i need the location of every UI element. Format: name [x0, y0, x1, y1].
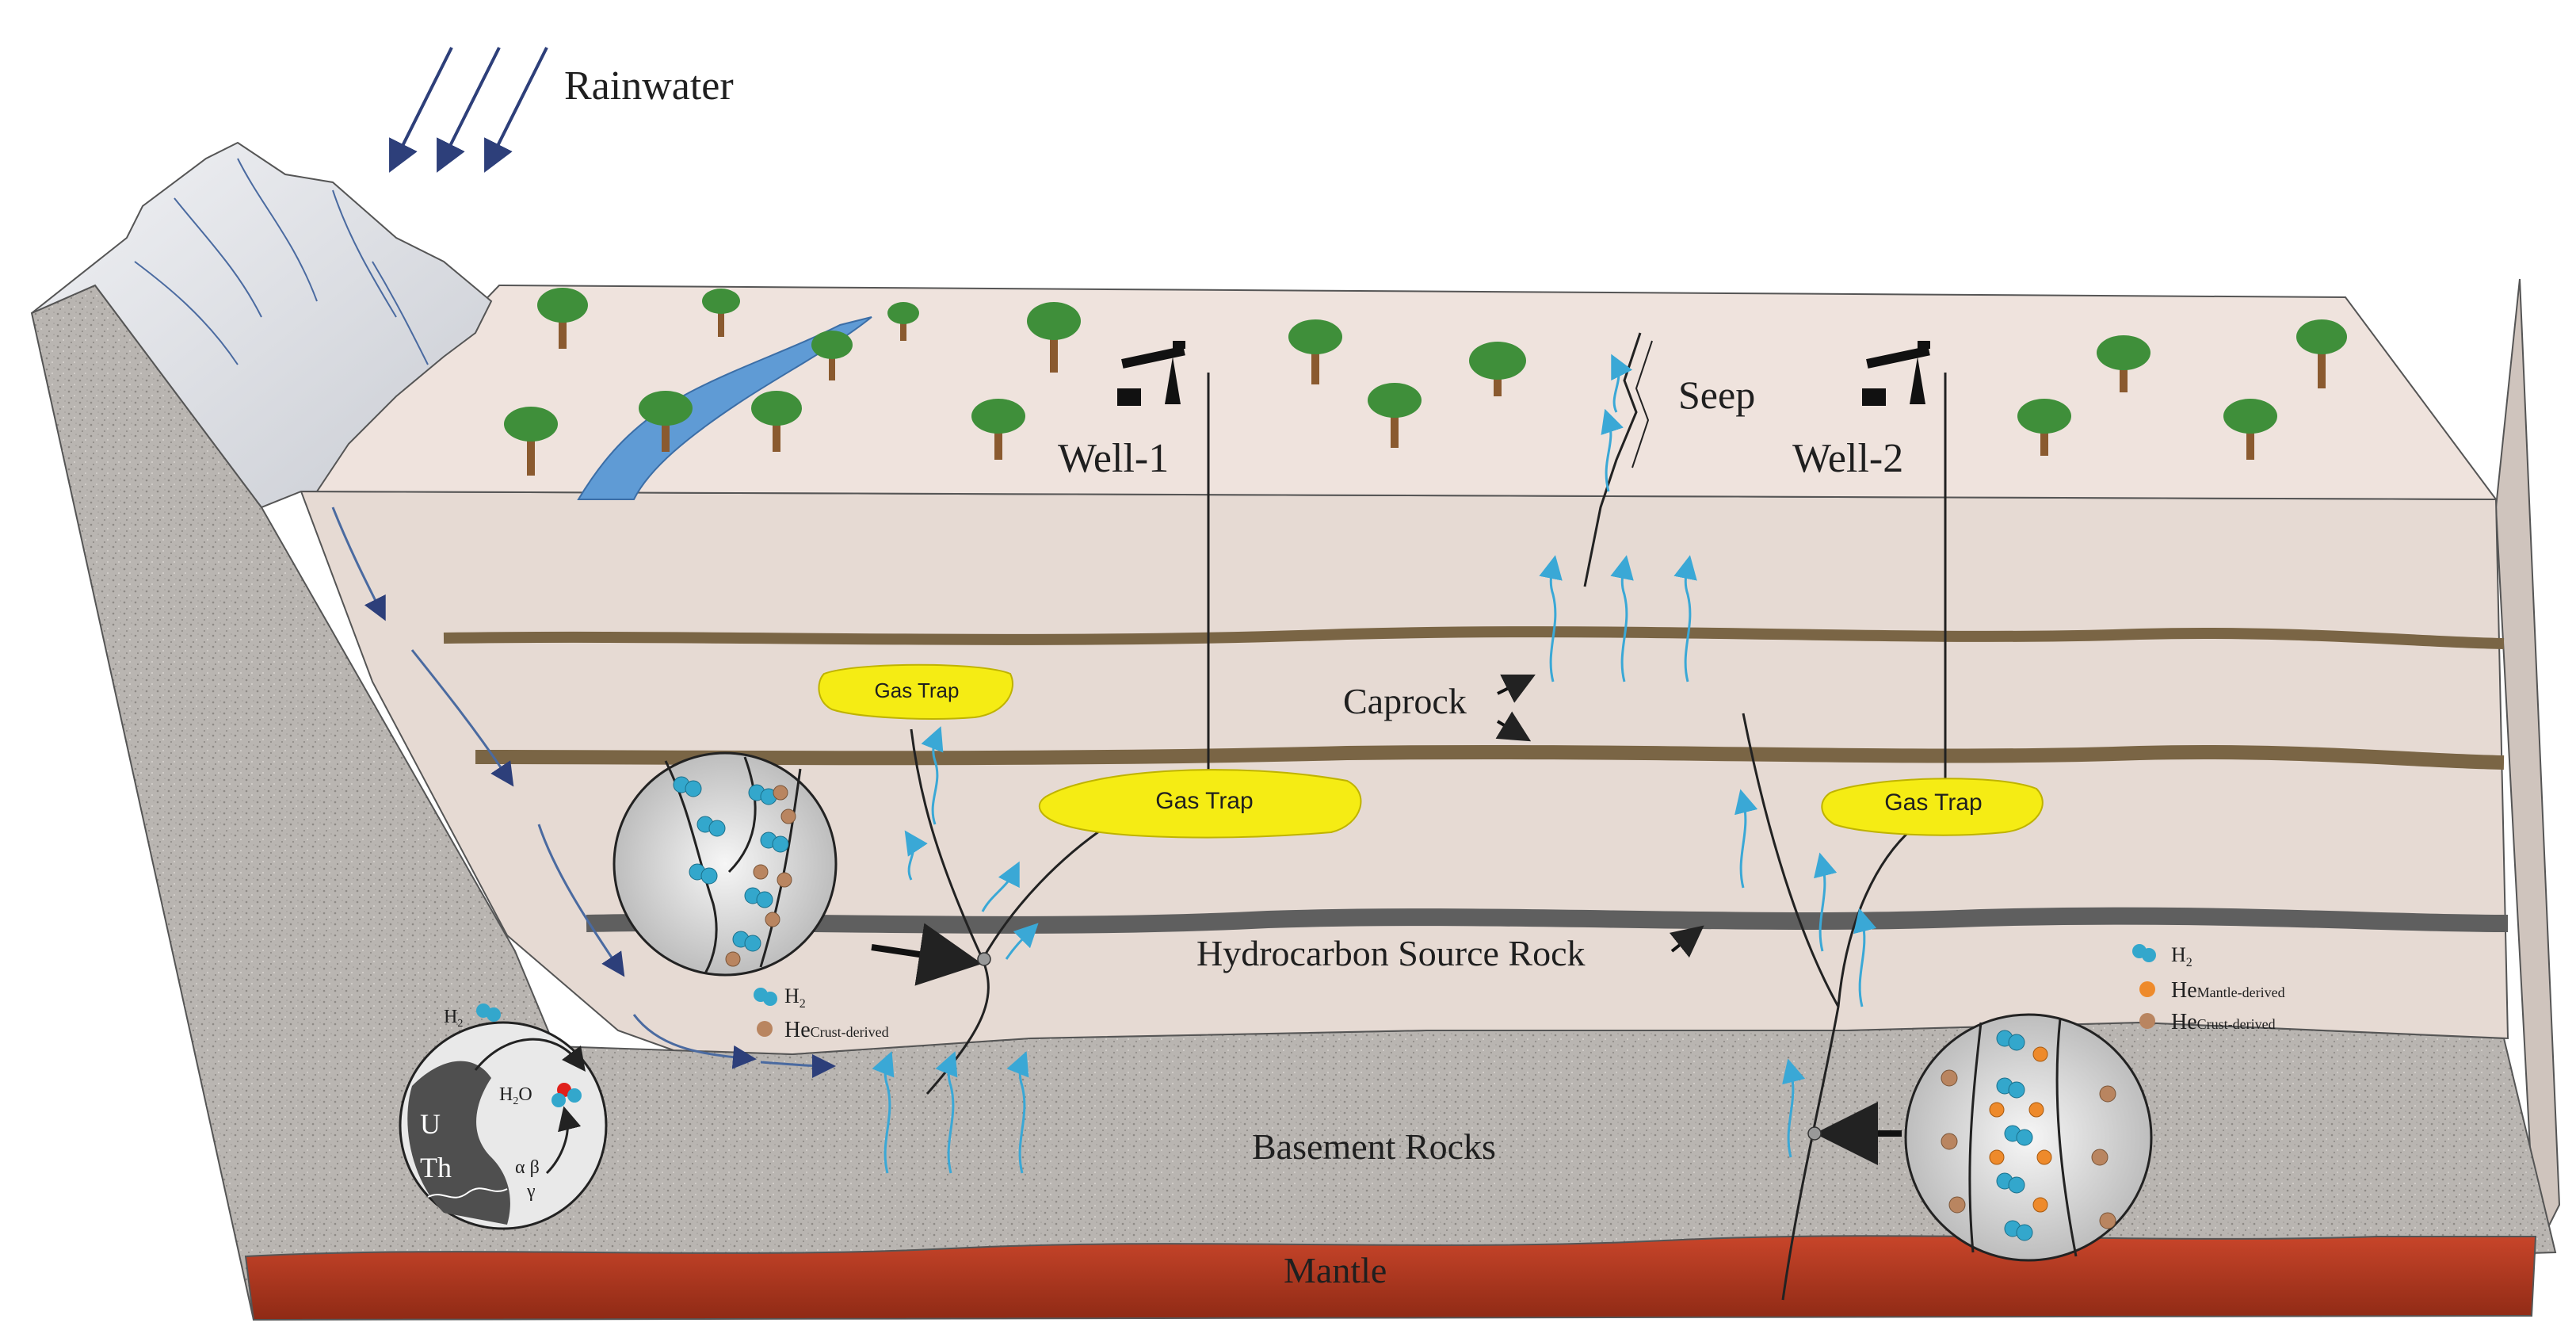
- legend-right: [2132, 944, 2156, 1029]
- seep-fracture-2: [1631, 340, 1653, 468]
- caprock-band-lower: [475, 744, 2505, 770]
- label-rainwater: Rainwater: [564, 63, 734, 109]
- rain-arrow-icon: [389, 47, 548, 173]
- legend-left-h2: H2: [784, 984, 806, 1011]
- radiolysis-gamma: γ: [526, 1181, 536, 1202]
- label-hydrocarbon-source-rock: Hydrocarbon Source Rock: [1196, 933, 1586, 973]
- label-mantle: Mantle: [1284, 1250, 1387, 1290]
- fault-right-branch: [1837, 823, 1918, 1007]
- helium-crust-icon: [1941, 1069, 2116, 1229]
- legend-right-he-mantle: HeMantle-derived: [2171, 978, 2285, 1003]
- caprock-band-upper: [443, 626, 2505, 649]
- label-gas-trap-right: Gas Trap: [1884, 789, 1982, 816]
- h2-molecule-icon: [673, 776, 789, 952]
- helium-mantle-icon: [1989, 1046, 2052, 1213]
- pumpjack-icon: [1117, 341, 1930, 406]
- caprock-pointer-arrows: [1495, 675, 1704, 958]
- groundwater-flow-arrows: [331, 507, 836, 1078]
- mountain-drainage: [134, 158, 429, 365]
- label-gas-trap-center: Gas Trap: [1155, 788, 1253, 814]
- legend-left-he: HeCrust-derived: [784, 1018, 889, 1042]
- radiolysis-inset: [399, 1004, 608, 1230]
- legend-right-he-crust: HeCrust-derived: [2171, 1010, 2276, 1034]
- helium-atom-icon: [725, 785, 796, 967]
- fault-junction-point-left: [977, 952, 991, 966]
- legend-left: [754, 988, 777, 1037]
- fault-junction-point-right: [1807, 1126, 1822, 1141]
- tree-icon: [504, 288, 2347, 476]
- migration-arrow-icon: [872, 354, 1877, 1174]
- gas-trap-center: [1038, 769, 1362, 839]
- radiolysis-h2: H2: [444, 1007, 463, 1030]
- source-rock-band: [586, 907, 2509, 934]
- label-basement-rocks: Basement Rocks: [1252, 1126, 1496, 1167]
- label-seep: Seep: [1678, 373, 1755, 417]
- radiolysis-alpha-beta: α β: [515, 1157, 540, 1178]
- mantle-layer: [244, 1235, 2537, 1321]
- fault-left-branch: [981, 823, 1110, 960]
- fracture-inset-left: [613, 751, 838, 977]
- gas-trap-right: [1821, 778, 2044, 836]
- legend-right-h2: H2: [2171, 943, 2192, 969]
- radiolysis-h2o: H2O: [499, 1084, 532, 1107]
- radiolysis-u: U: [420, 1108, 441, 1140]
- label-gas-trap-small: Gas Trap: [875, 679, 960, 702]
- gas-trap-small: [818, 663, 1013, 720]
- h2-molecule-icon-right: [1996, 1030, 2033, 1241]
- radiolysis-th: Th: [420, 1152, 452, 1183]
- label-caprock: Caprock: [1343, 681, 1467, 721]
- black-arrow-icon: [871, 923, 1902, 1165]
- mountain: [31, 141, 493, 509]
- label-well-2: Well-2: [1792, 436, 1903, 481]
- label-well-1: Well-1: [1058, 436, 1169, 481]
